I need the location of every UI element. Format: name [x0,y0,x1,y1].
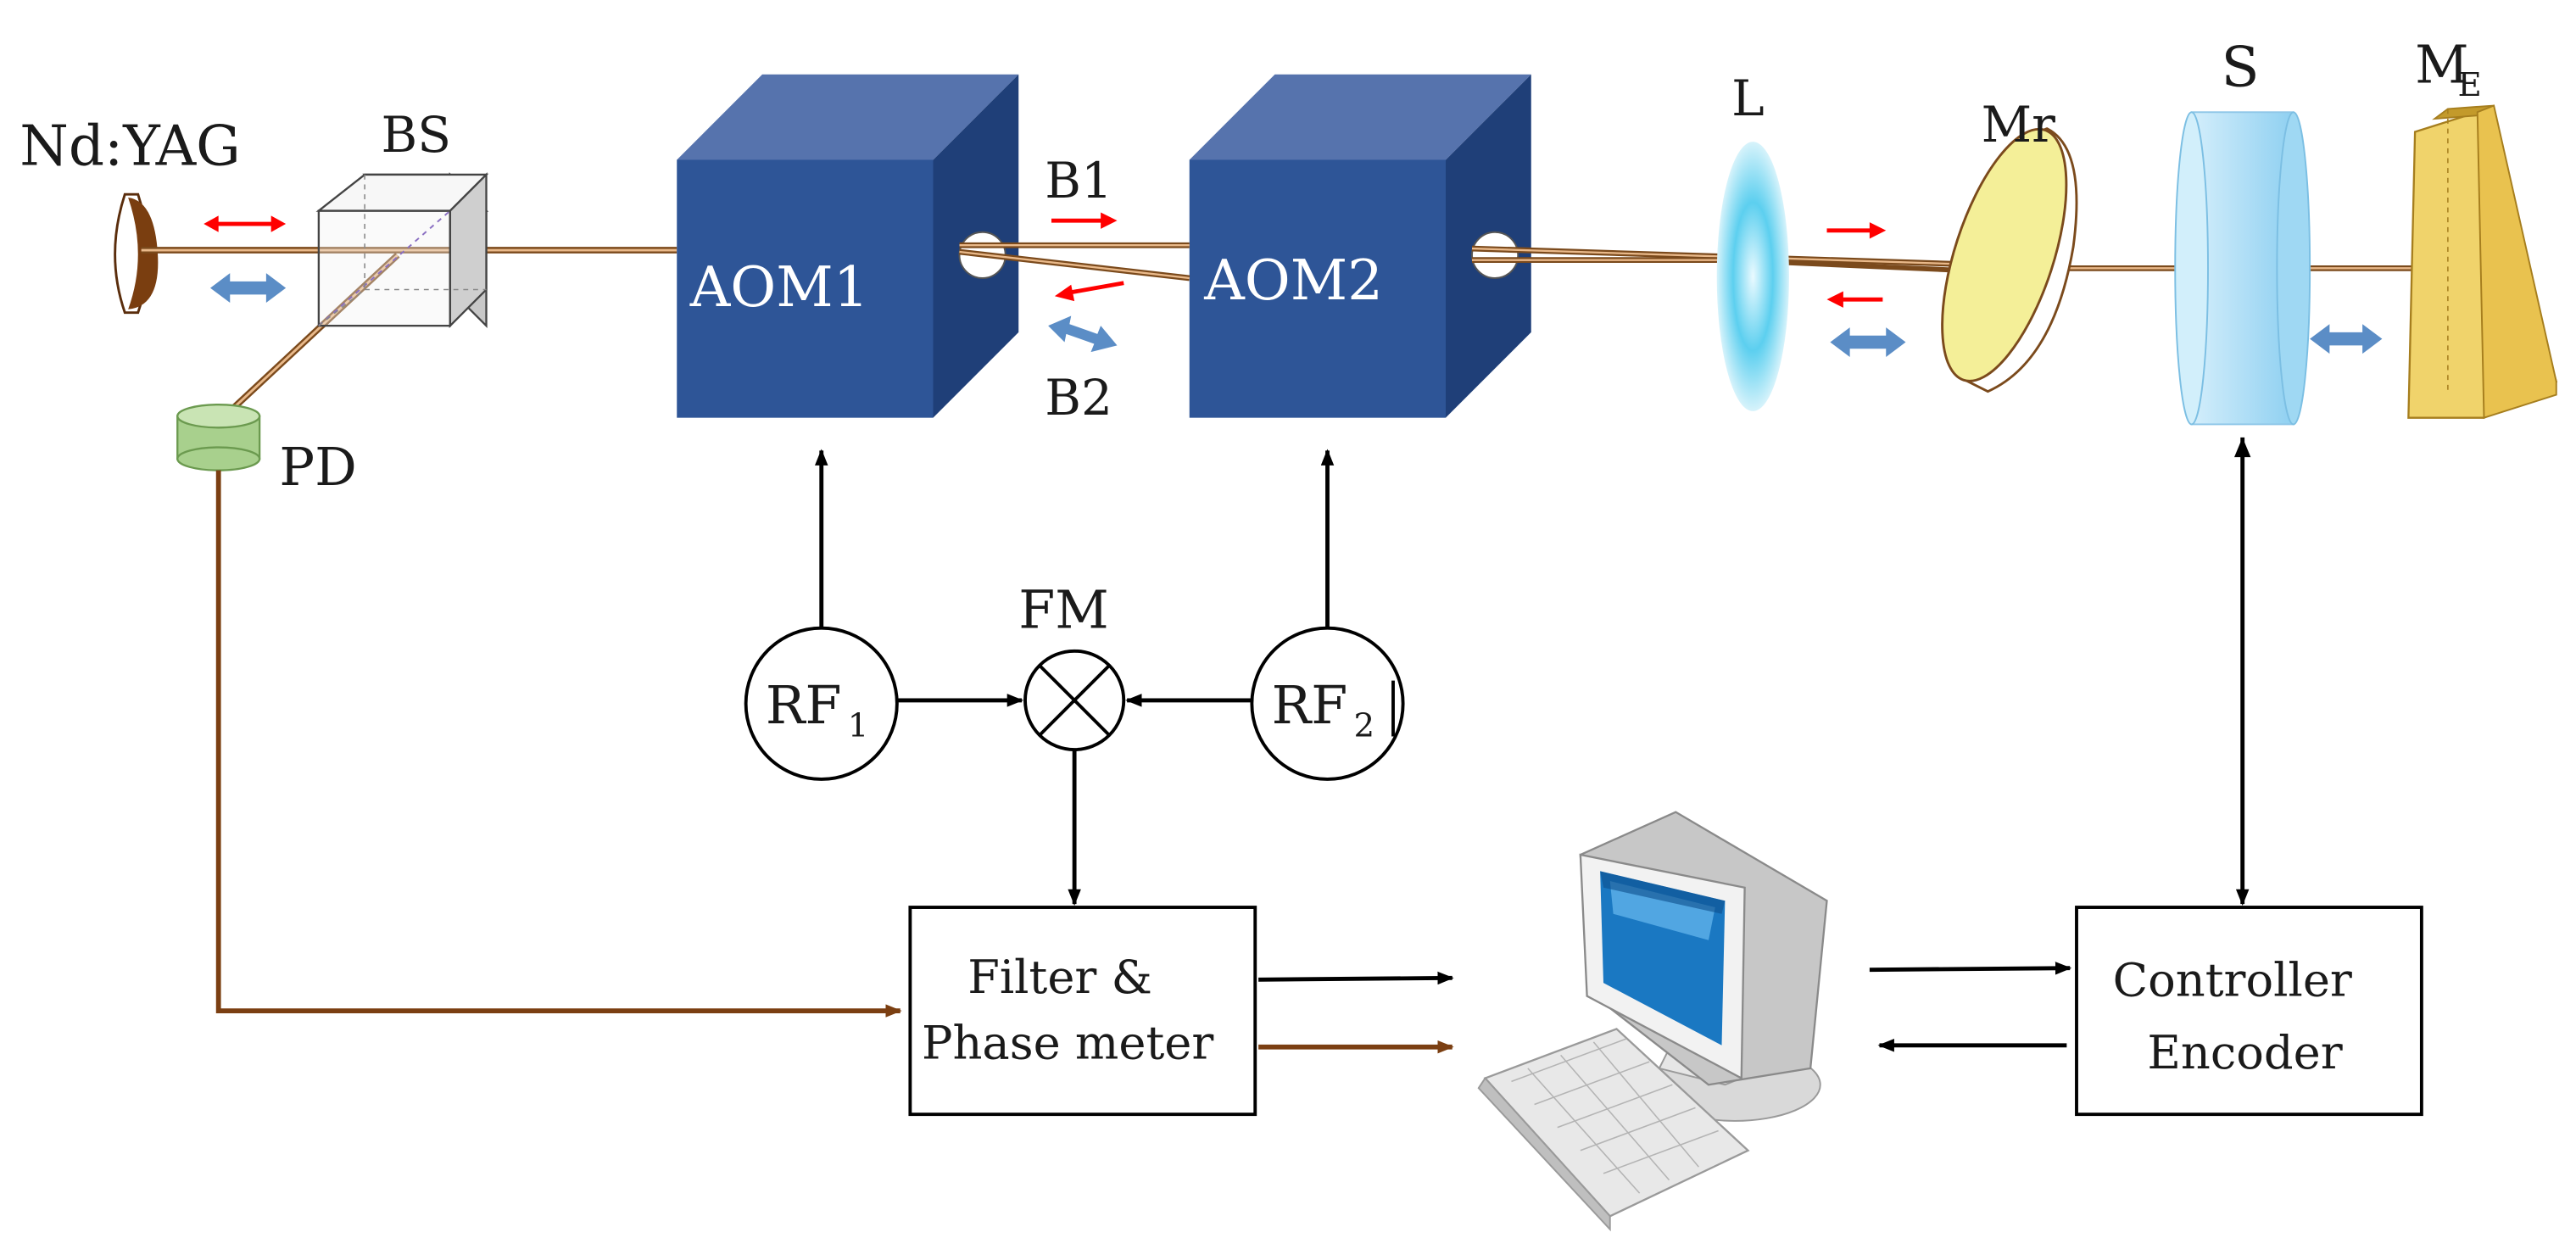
photodiode-label: PD [279,436,356,498]
beam2-label: B2 [1045,369,1112,427]
pd-signal-line [215,470,902,1018]
computer-to-controller-arrow [1869,962,2072,975]
aom-blue-arrow [1048,315,1118,353]
end-mirror-label: M [2415,33,2468,95]
controller-label-line1: Controller [2113,954,2352,1007]
beam2-red-arrow [1054,281,1124,302]
rf1-subscript: 1 [848,707,869,745]
beams-between-aoms [959,242,1190,282]
lens [1716,142,1789,411]
end-mirror [2407,104,2558,419]
beam1-red-arrow [1051,212,1118,229]
rf2-subscript: 2 [1354,707,1375,745]
translation-stage [2174,111,2311,426]
reference-mirror-label: Mr [1982,96,2055,153]
filter-phase-meter-box [908,906,1257,1117]
controller-label-line2: Encoder [2147,1026,2342,1079]
stage-label: S [2222,34,2260,99]
lens-red-arrow-left [1826,291,1883,308]
end-mirror-subscript: E [2458,66,2482,104]
laser-red-arrow [204,215,287,232]
laser-beam-to-pd [227,253,400,414]
filter-to-computer-black-arrow [1258,971,1454,985]
beam-splitter-label: BS [382,106,452,164]
lens-red-arrow-right [1826,222,1887,239]
rf2-label: RF [1272,674,1348,736]
photodiode [176,403,261,471]
filter-label-line2: Phase meter [922,1016,1213,1069]
laser-blue-arrow [210,273,287,304]
lens-label: L [1731,70,1765,127]
mixer-x-icon [1023,649,1126,751]
nd-yag-laser [114,192,159,315]
mixer-label: FM [1018,579,1109,641]
beam-splitter-cube [315,172,489,328]
stage-controller-arrow [2234,437,2251,906]
rf1-label: RF [766,674,842,736]
rf1-source [744,626,899,781]
desktop-computer-icon [1477,811,1828,1232]
rf2-source [1250,626,1405,781]
lens-blue-arrow [1830,327,1906,357]
beam1-label: B1 [1045,152,1112,209]
laser-label: Nd:YAG [20,113,241,178]
aom2-block [1189,74,1531,418]
aom1-label: AOM1 [689,254,869,320]
controller-encoder-box [2075,906,2423,1117]
aom2-label: AOM2 [1203,248,1383,313]
filter-label-line1: Filter & [967,951,1152,1004]
stage-blue-arrow [2310,324,2383,354]
reference-mirror [1941,127,2078,393]
